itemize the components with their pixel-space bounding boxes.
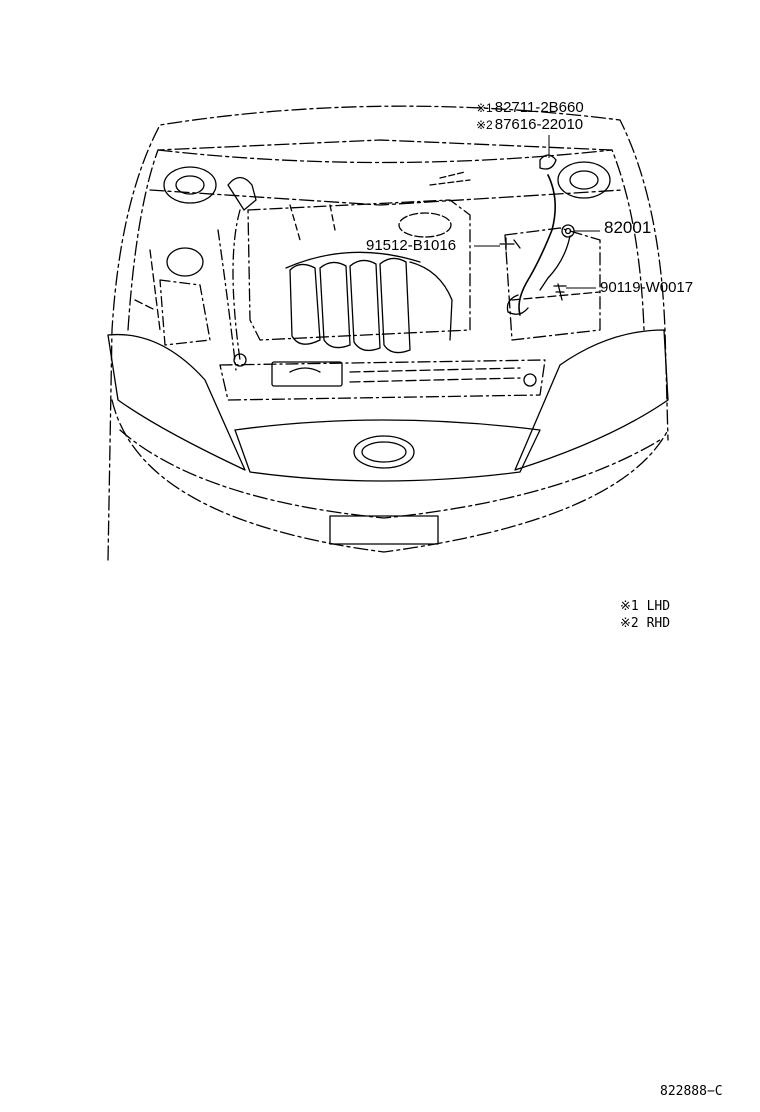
battery — [504, 227, 601, 341]
cowl — [149, 149, 623, 206]
intake-runner-4 — [379, 257, 411, 354]
drawing-number: 822888−C — [660, 1084, 723, 1099]
intake-runner-2 — [319, 261, 351, 349]
front-bumper — [111, 399, 669, 553]
part-number-90119: 90119-W0017 — [600, 279, 694, 296]
bolt-90119 — [553, 283, 567, 301]
legend-rhd-text: RHD — [646, 616, 671, 631]
legend-rhd-marker: ※2 — [620, 616, 639, 631]
legend-lhd-marker: ※1 — [620, 599, 639, 614]
emblem — [353, 435, 415, 469]
callout-90119: 90119-W0017 — [600, 280, 693, 296]
intake-runner-1 — [289, 263, 321, 345]
right-strut-tower — [557, 161, 611, 199]
radiator-support — [219, 359, 546, 401]
hood-outline — [107, 105, 669, 561]
intake-runner-3 — [349, 259, 381, 352]
callout-91512: 91512-B1016 — [366, 238, 456, 254]
hood-inner — [127, 139, 645, 331]
license-plate — [329, 515, 439, 545]
right-headlight — [514, 329, 669, 471]
legend-lhd: ※1 LHD — [620, 599, 670, 615]
legend-rhd: ※2 RHD — [620, 616, 670, 632]
lhd-marker: ※1 — [476, 101, 493, 115]
part-number-82711: 82711-2B660 — [494, 99, 584, 116]
rhd-marker: ※2 — [476, 118, 493, 132]
left-strut-tower — [163, 166, 217, 204]
wiring-harness — [518, 174, 556, 316]
bolt-91512 — [499, 237, 521, 251]
left-headlight — [107, 333, 246, 471]
engine-block — [247, 199, 471, 341]
clip-82711 — [539, 154, 557, 170]
grille — [234, 419, 541, 482]
callout-82001: 82001 — [604, 218, 652, 237]
part-number-82001: 82001 — [604, 218, 652, 237]
legend-lhd-text: LHD — [646, 599, 671, 614]
part-number-91512: 91512-B1016 — [366, 237, 457, 254]
part-number-87616: 87616-22010 — [494, 116, 584, 133]
